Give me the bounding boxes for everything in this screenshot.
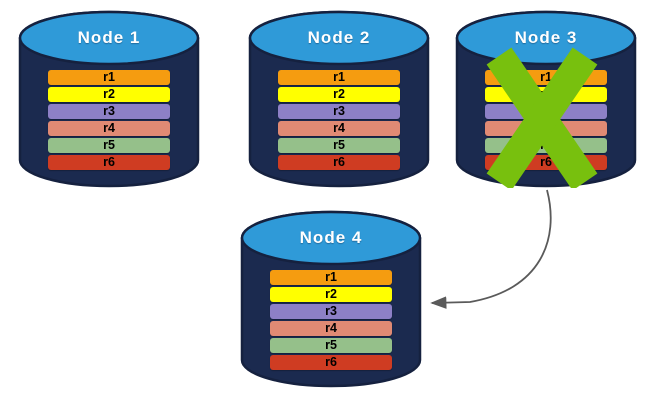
node-2-row-r1-label: r1: [333, 70, 345, 85]
node-1-rows: r1 r2 r3 r4 r5 r6: [18, 70, 200, 172]
node-2-row-r5-label: r5: [333, 138, 345, 153]
node-4-row-r6-label: r6: [325, 355, 337, 370]
node-4-row-r4[interactable]: r4: [270, 321, 392, 336]
node-1-row-r5[interactable]: r5: [48, 138, 170, 153]
node-2-row-r2[interactable]: r2: [278, 87, 400, 102]
node-1-top-disc: [18, 10, 200, 66]
node-4-row-r1[interactable]: r1: [270, 270, 392, 285]
node-2-row-r4-label: r4: [333, 121, 345, 136]
node-4-row-r6[interactable]: r6: [270, 355, 392, 370]
node-1-row-r5-label: r5: [103, 138, 115, 153]
node-2-row-r4[interactable]: r4: [278, 121, 400, 136]
node-2-rows: r1 r2 r3 r4 r5 r6: [248, 70, 430, 172]
recovery-arrow-path: [430, 189, 552, 309]
node-2-row-r3-label: r3: [333, 104, 345, 119]
node-4-rows: r1 r2 r3 r4 r5 r6: [240, 270, 422, 372]
node-1-row-r4[interactable]: r4: [48, 121, 170, 136]
node-2-row-r3[interactable]: r3: [278, 104, 400, 119]
node-2-row-r6-label: r6: [333, 155, 345, 170]
node-4-row-r5[interactable]: r5: [270, 338, 392, 353]
node-1-row-r6-label: r6: [103, 155, 115, 170]
node-4-row-r2[interactable]: r2: [270, 287, 392, 302]
node-4-row-r5-label: r5: [325, 338, 337, 353]
node-2-top-disc: [248, 10, 430, 66]
node-1-row-r1[interactable]: r1: [48, 70, 170, 85]
node-1-row-r3-label: r3: [103, 104, 115, 119]
node-4-top-disc: [240, 210, 422, 266]
node-1-row-r1-label: r1: [103, 70, 115, 85]
node-2-row-r1[interactable]: r1: [278, 70, 400, 85]
node-1-row-r2[interactable]: r2: [48, 87, 170, 102]
node-1-row-r3[interactable]: r3: [48, 104, 170, 119]
node-4-row-r3-label: r3: [325, 304, 337, 319]
node-1-row-r4-label: r4: [103, 121, 115, 136]
node-1-row-r6[interactable]: r6: [48, 155, 170, 170]
node-4-row-r2-label: r2: [325, 287, 337, 302]
node-2-row-r6[interactable]: r6: [278, 155, 400, 170]
node-4-row-r4-label: r4: [325, 321, 337, 336]
node-2-row-r2-label: r2: [333, 87, 345, 102]
node-1-row-r2-label: r2: [103, 87, 115, 102]
node-2-row-r5[interactable]: r5: [278, 138, 400, 153]
node-4-row-r3[interactable]: r3: [270, 304, 392, 319]
node-4-row-r1-label: r1: [325, 270, 337, 285]
